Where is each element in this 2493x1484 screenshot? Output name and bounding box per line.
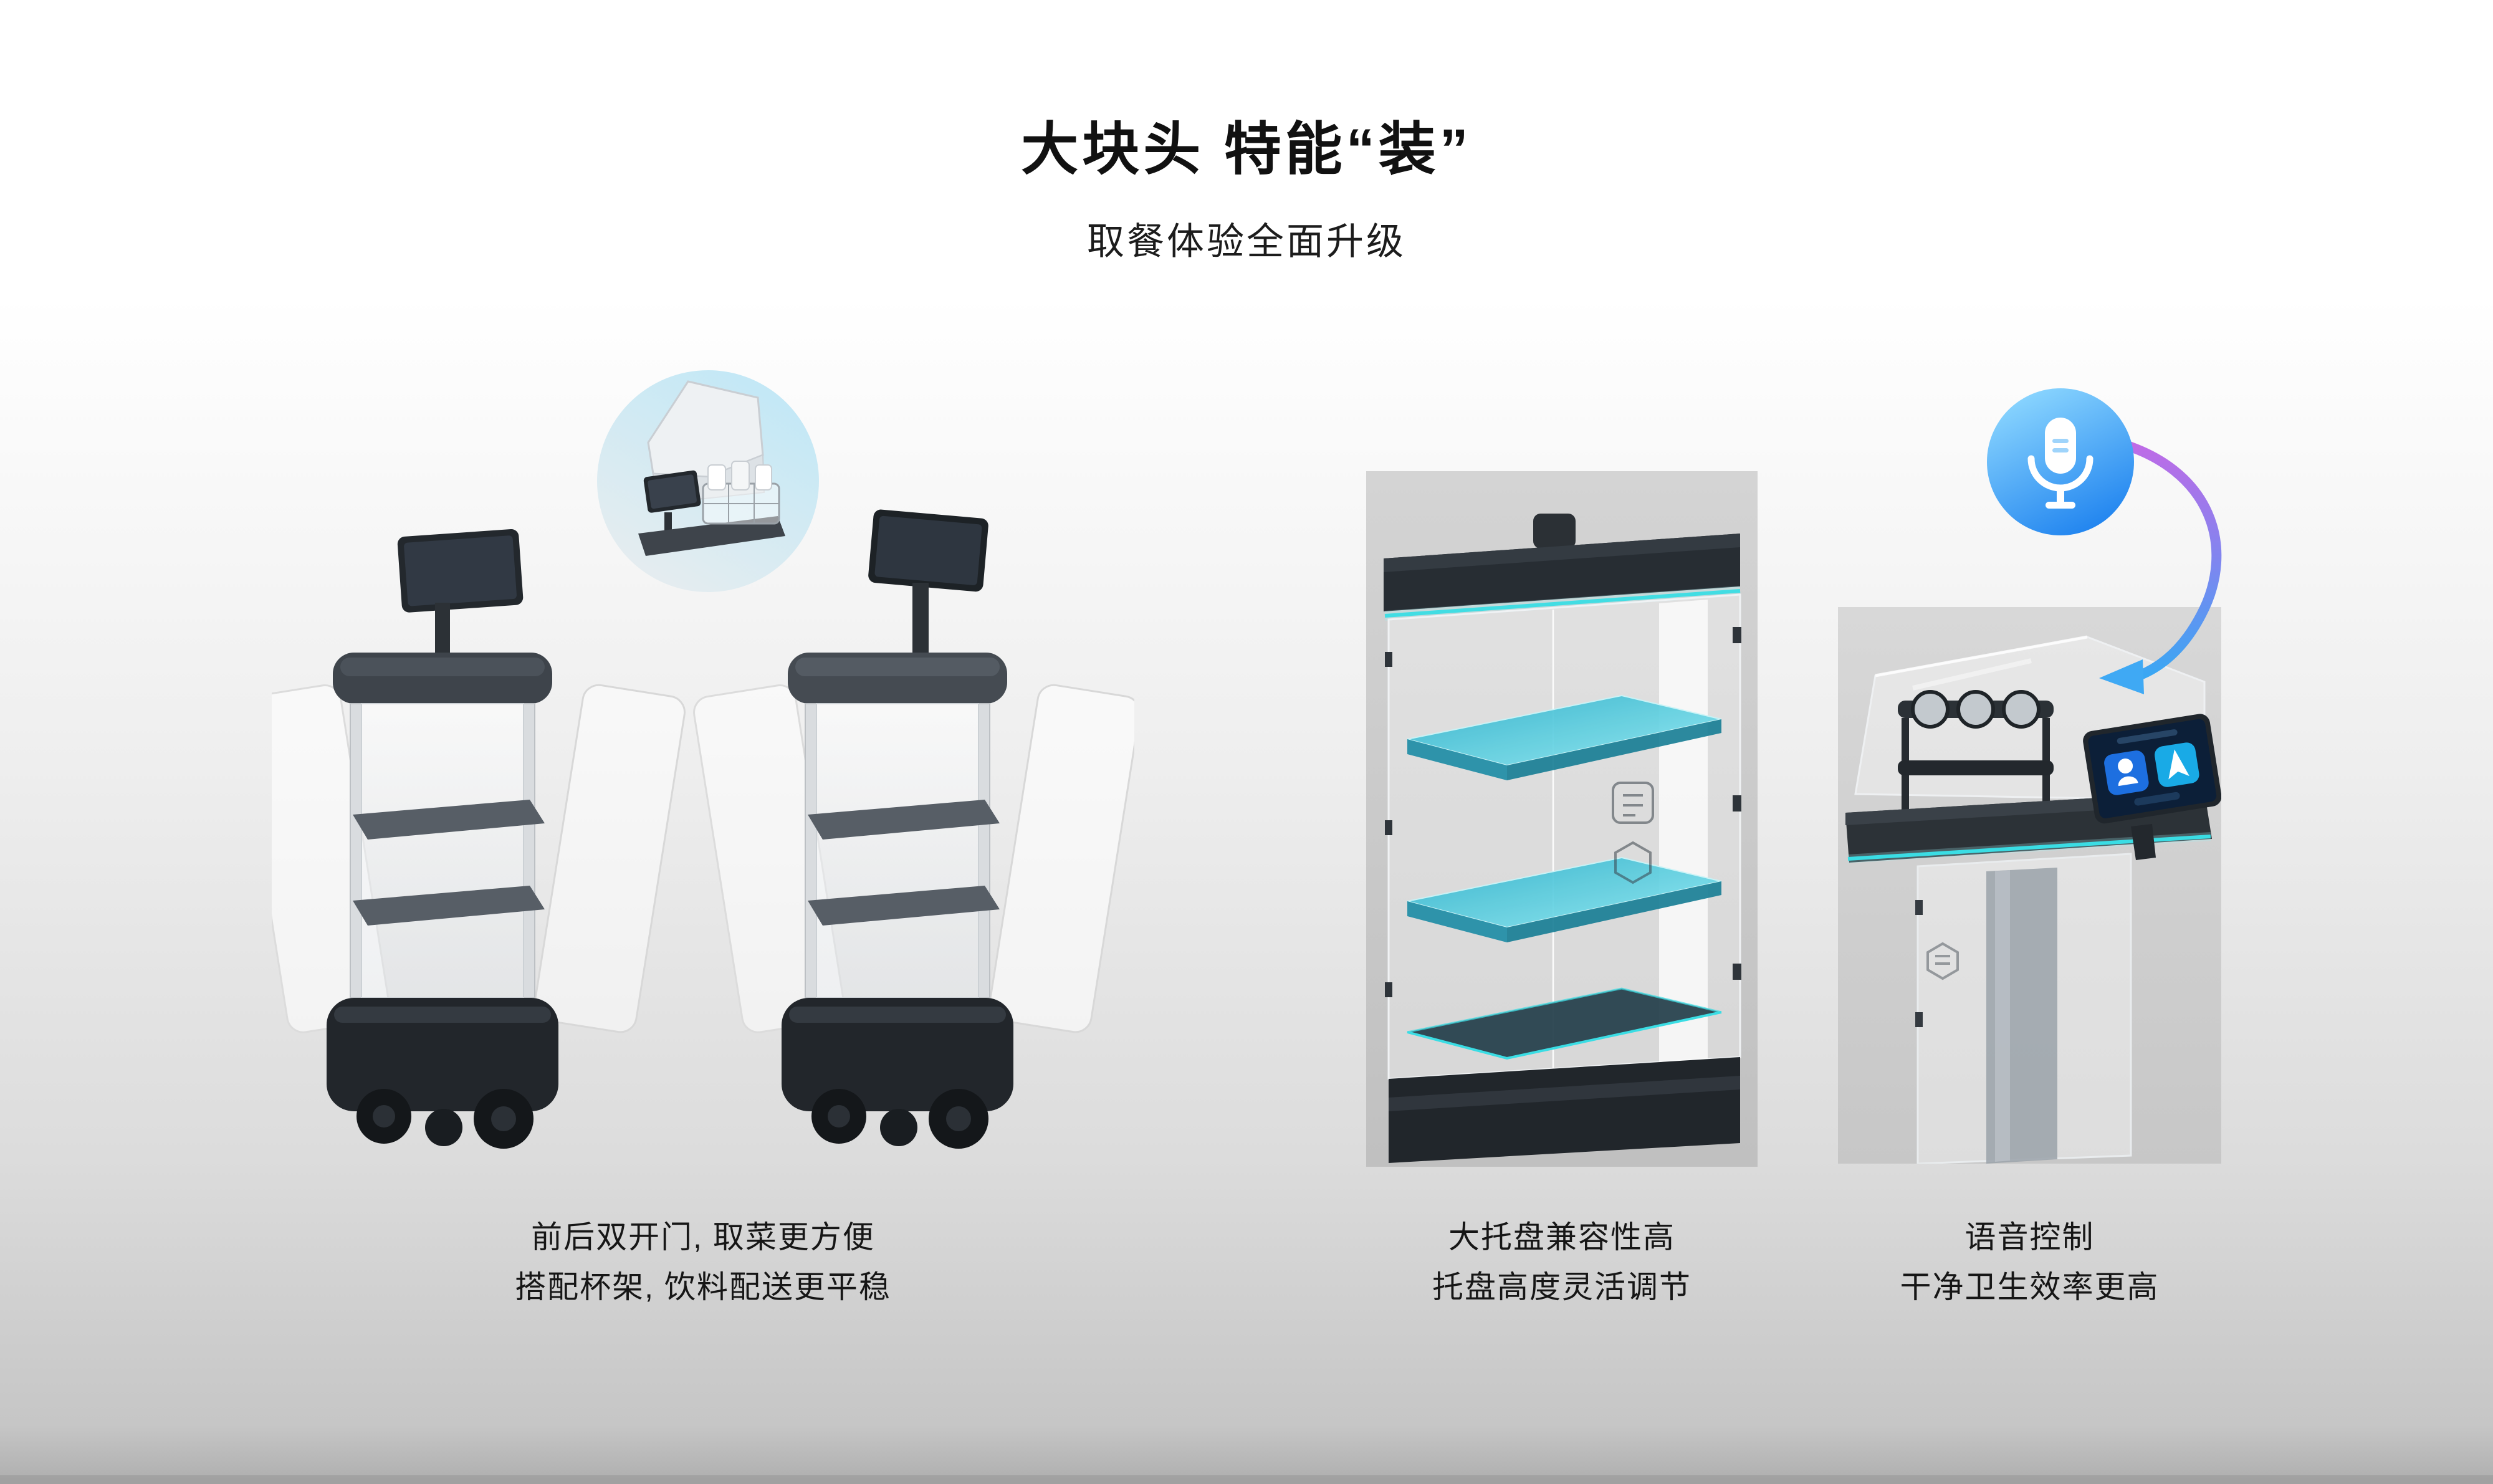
- delivery-robot-right: [693, 509, 1134, 1149]
- microphone-icon: [1985, 386, 2136, 537]
- brand-logo: [1612, 782, 1654, 884]
- shelf: [808, 886, 1000, 926]
- cup: [731, 461, 750, 491]
- robots-open-doors-illustration: [272, 349, 1134, 1178]
- page-title: 大块头 特能“装”: [1021, 118, 1472, 181]
- cup-hole: [1956, 690, 1995, 729]
- voice-robot-svg: [1838, 607, 2221, 1164]
- caption-line: 大托盘兼容性高: [1448, 1220, 1675, 1255]
- hinge: [1385, 820, 1392, 835]
- bottom-shadow: [0, 1475, 2493, 1484]
- open-door-panel: [534, 684, 686, 1033]
- hinge: [1385, 652, 1392, 667]
- adjustable-tray: [1407, 694, 1722, 780]
- page-header: 大块头 特能“装” 取餐体验全面升级: [0, 118, 2493, 262]
- caption-large-trays: 大托盘兼容性高 托盘高度灵活调节: [1366, 1212, 1758, 1312]
- glass-cabinet: [816, 703, 979, 998]
- tablet-screen: [397, 529, 524, 613]
- hinge: [1733, 627, 1741, 643]
- caption-line: 语音控制: [1964, 1220, 2095, 1255]
- cup-hole: [1911, 690, 1950, 729]
- delivery-robot-left: [272, 529, 686, 1149]
- curved-arrow-icon: [2069, 424, 2256, 711]
- open-door-panel: [988, 684, 1134, 1033]
- cup-rack: [1898, 690, 2054, 818]
- caption-line: 搭配杯架, 饮料配送更平稳: [515, 1270, 891, 1304]
- tablet-screen: [868, 509, 988, 592]
- robots-illustration-svg: [272, 370, 1134, 1149]
- curved-arrow-svg: [2099, 436, 2222, 694]
- brand-logo: [1926, 942, 1959, 980]
- cup-rack-icon: [702, 461, 780, 525]
- mini-screen: [643, 470, 701, 513]
- caption-voice-control: 语音控制 干净卫生效率更高: [1838, 1212, 2221, 1312]
- hinge: [1385, 982, 1392, 997]
- page-subtitle: 取餐体验全面升级: [1087, 221, 1406, 263]
- caption-line: 前后双开门, 取菜更方便: [531, 1220, 875, 1255]
- shelf: [808, 800, 1000, 840]
- cup-holder-inset: [597, 370, 819, 592]
- adjustable-tray: [1407, 856, 1722, 942]
- caption-line: 干净卫生效率更高: [1900, 1270, 2160, 1304]
- cup: [755, 464, 772, 491]
- microphone-icon-svg: [1987, 388, 2134, 535]
- tray-cabinet-svg: [1366, 471, 1758, 1167]
- shelf: [353, 886, 545, 926]
- hinge: [1915, 1012, 1923, 1027]
- glass-cabinet: [361, 703, 524, 998]
- robot-base: [782, 998, 1013, 1111]
- hinge: [1733, 964, 1741, 980]
- cup-hole: [2002, 690, 2041, 729]
- hinge: [1733, 795, 1741, 811]
- tray-cabinet-illustration: [1366, 471, 1758, 1167]
- cup: [707, 464, 726, 491]
- caption-double-doors: 前后双开门, 取菜更方便 搭配杯架, 饮料配送更平稳: [272, 1212, 1134, 1312]
- control-screen: [2083, 714, 2221, 824]
- hinge: [1915, 900, 1923, 915]
- shelf: [353, 800, 545, 840]
- cyan-accent-line: [1384, 589, 1741, 618]
- caption-line: 托盘高度灵活调节: [1432, 1270, 1692, 1304]
- voice-control-illustration: [1838, 607, 2221, 1164]
- robot-base: [327, 998, 558, 1111]
- base-tray: [1407, 987, 1722, 1060]
